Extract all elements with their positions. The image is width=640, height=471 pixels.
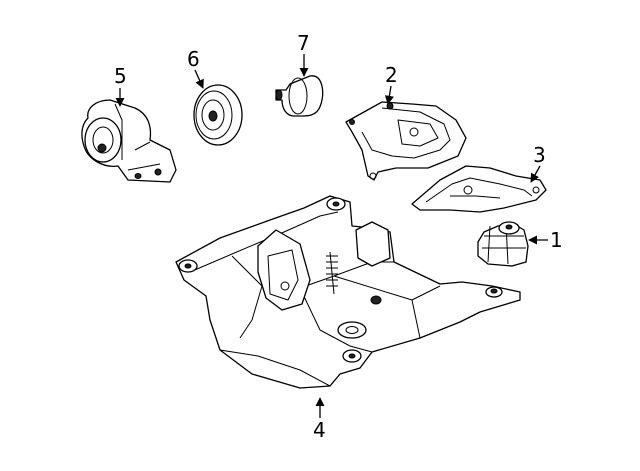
part-1-engine-mount — [477, 221, 529, 267]
callout-1: 1 — [550, 228, 563, 252]
leader-6 — [194, 69, 204, 89]
leader-lines — [115, 54, 548, 418]
leader-2 — [384, 85, 394, 105]
part-3-bracket — [411, 165, 547, 213]
callout-7: 7 — [297, 31, 310, 55]
part-5-mount — [81, 99, 177, 183]
part-6-damper — [193, 84, 243, 146]
part-4-subframe — [175, 195, 521, 389]
leader-3 — [530, 165, 541, 183]
part-2-bracket — [345, 101, 467, 181]
callout-4: 4 — [313, 418, 326, 442]
callout-2: 2 — [385, 63, 398, 87]
callout-3: 3 — [533, 143, 546, 167]
callout-labels: 5 6 7 2 3 1 4 — [114, 31, 563, 442]
callout-5: 5 — [114, 64, 127, 88]
callout-6: 6 — [187, 47, 200, 71]
part-7-bushing — [275, 75, 324, 117]
